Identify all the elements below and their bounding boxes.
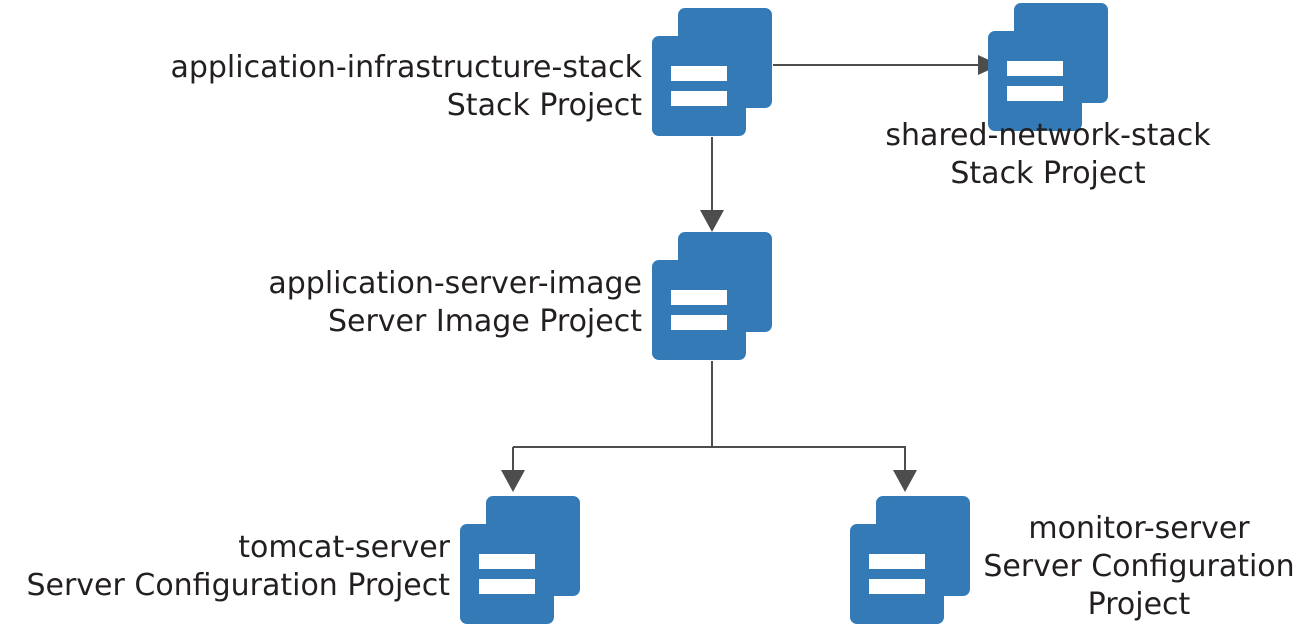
stack-project-icon[interactable] [988,3,1108,131]
label-tomcat-server: tomcat-server Server Configuration Proje… [0,529,450,605]
node-type: Server Image Project [327,304,642,339]
label-shared-network-stack: shared-network-stack Stack Project [828,117,1268,193]
node-name: tomcat-server [238,530,450,565]
node-name: monitor-server [1028,511,1250,546]
node-application-server-image[interactable] [652,232,772,360]
node-type-line1: Server Configuration [983,549,1295,584]
stack-project-icon[interactable] [850,496,970,624]
label-monitor-server: monitor-server Server Configuration Proj… [974,510,1304,624]
label-application-server-image: application-server-image Server Image Pr… [190,265,642,341]
node-name: application-infrastructure-stack [170,50,642,85]
stack-project-icon[interactable] [652,232,772,360]
node-type: Stack Project [446,88,642,123]
node-type-line2: Project [1087,587,1191,622]
node-name: application-server-image [268,266,642,301]
node-shared-network-stack[interactable] [988,3,1108,131]
node-name: shared-network-stack [885,118,1211,153]
node-type: Server Configuration Project [26,568,450,603]
node-type: Stack Project [950,156,1146,191]
node-monitor-server[interactable] [850,496,970,624]
stack-project-icon[interactable] [460,496,580,624]
edge-infra-to-server-image [700,137,724,232]
label-application-infrastructure-stack: application-infrastructure-stack Stack P… [100,49,642,125]
edge-server-image-fork [501,361,917,492]
edge-infra-to-shared-network [773,55,1000,75]
node-application-infrastructure-stack[interactable] [652,8,772,136]
node-tomcat-server[interactable] [460,496,580,624]
stack-project-icon[interactable] [652,8,772,136]
